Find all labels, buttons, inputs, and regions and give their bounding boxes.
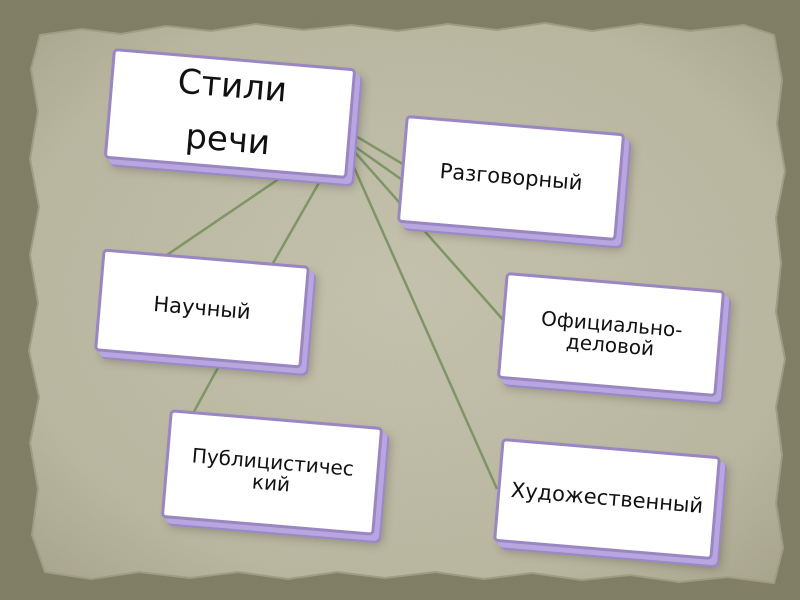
node-razgovorny-label: Разговорный — [438, 159, 584, 196]
node-oficialno-delovoy: Официально- деловой — [496, 271, 726, 398]
node-razgovorny-card: Разговорный — [396, 114, 626, 242]
root-node-stili-rechi: Стили речи — [103, 47, 357, 180]
connector-root-razgovorny — [348, 130, 407, 168]
node-hudozh-card: Художественный — [493, 437, 721, 561]
connector-root-hudozh — [347, 155, 499, 490]
node-nauchny-label: Научный — [152, 291, 252, 324]
node-hudozh-label: Художественный — [509, 478, 705, 519]
node-razgovorny: Разговорный — [396, 114, 626, 242]
node-nauchny-card: Научный — [94, 248, 310, 369]
node-publicist-label: Публицистичес кий — [191, 442, 355, 497]
node-hudozhestvenny: Художественный — [493, 437, 721, 561]
node-nauchny: Научный — [94, 248, 310, 369]
node-publicisticheskiy: Публицистичес кий — [160, 409, 384, 536]
node-oficialno-card: Официально- деловой — [496, 271, 726, 398]
connector-root-nauchny — [157, 168, 293, 263]
connector-root-razgovorny-secondary — [353, 144, 409, 186]
root-node-label: Стили речи — [176, 61, 289, 163]
node-publicist-card: Публицистичес кий — [160, 409, 384, 536]
root-node-card: Стили речи — [103, 47, 357, 180]
connector-root-nauchny-secondary — [266, 173, 326, 273]
connector-root-oficialno — [351, 148, 506, 323]
connector-nauchny-publicist — [188, 363, 222, 420]
node-oficialno-label: Официально- деловой — [540, 305, 684, 361]
